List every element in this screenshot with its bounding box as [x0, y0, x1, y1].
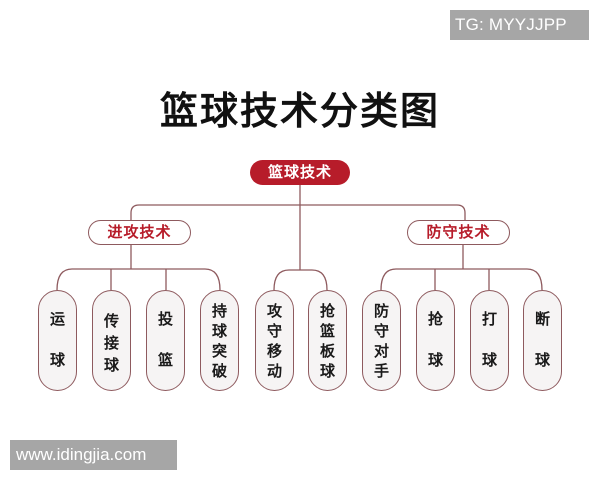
root-node-basketball-skills: 篮球技术 [250, 160, 350, 185]
branch-node-defense: 防守技术 [407, 220, 510, 245]
leaf-driving: 持 球 突 破 [200, 290, 239, 391]
watermark-top: TG: MYYJJPP [450, 10, 589, 40]
leaf-passing-catching: 传 接 球 [92, 290, 131, 391]
leaf-dribbling: 运 球 [38, 290, 77, 391]
watermark-bottom: www.idingjia.com [10, 440, 177, 470]
leaf-slapping: 打 球 [470, 290, 509, 391]
leaf-rebounding: 抢 篮 板 球 [308, 290, 347, 391]
diagram-title: 篮球技术分类图 [159, 89, 440, 133]
branch-node-offense: 进攻技术 [88, 220, 191, 245]
leaf-shooting: 投 篮 [146, 290, 185, 391]
leaf-stealing: 抢 球 [416, 290, 455, 391]
leaf-intercepting: 断 球 [523, 290, 562, 391]
leaf-guarding: 防 守 对 手 [362, 290, 401, 391]
leaf-footwork: 攻 守 移 动 [255, 290, 294, 391]
